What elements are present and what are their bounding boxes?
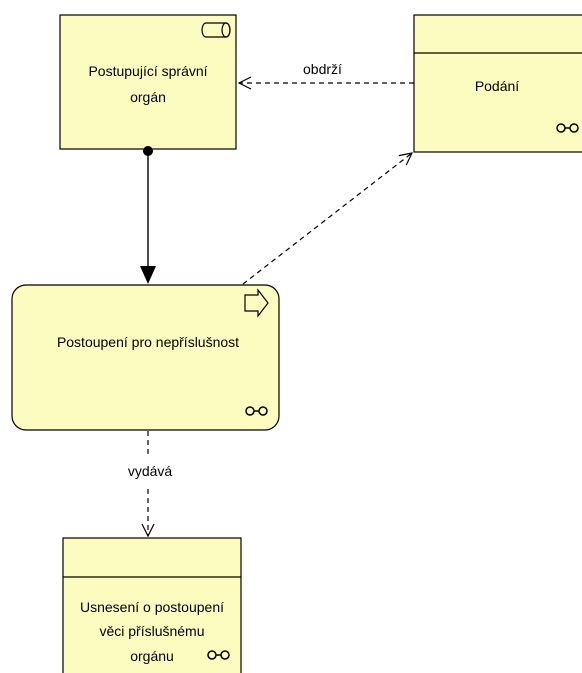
assignment-arrowhead xyxy=(140,266,156,284)
node-actor-postupujici-spravni-organ[interactable]: Postupující správní orgán xyxy=(59,14,237,150)
edge-assignment[interactable] xyxy=(140,146,156,284)
node-usneseni-label-line-1: Usnesení o postoupení xyxy=(80,599,224,615)
node-actor-label-line-2: orgán xyxy=(130,89,166,105)
node-usneseni-label-line-3: orgánu xyxy=(130,648,174,664)
node-process-label: Postoupení pro nepříslušnost xyxy=(57,334,239,350)
edge-access-line xyxy=(242,153,412,285)
representation-icon xyxy=(207,650,230,660)
node-process-postoupeni[interactable]: Postoupení pro nepříslušnost xyxy=(11,284,280,431)
role-icon xyxy=(201,22,231,38)
edge-access-podani[interactable] xyxy=(242,153,412,285)
node-object-podani[interactable]: Podání xyxy=(413,14,582,153)
node-actor-label-line-1: Postupující správní xyxy=(88,63,207,79)
edge-obdrzi-label: obdrží xyxy=(303,61,342,77)
node-podani-label: Podání xyxy=(475,78,519,94)
node-usneseni-label-line-2: věci příslušnému xyxy=(99,623,204,639)
representation-icon xyxy=(556,123,579,133)
representation-icon xyxy=(245,406,268,416)
event-arrow-icon xyxy=(244,288,269,318)
edge-obdrzi[interactable]: obdrží xyxy=(239,61,414,83)
node-actor-box xyxy=(59,14,237,150)
node-process-box xyxy=(11,284,280,431)
edge-vydava-label: vydává xyxy=(128,463,173,479)
node-object-usneseni[interactable]: Usnesení o postoupení věci příslušnému o… xyxy=(62,537,242,673)
edge-vydava[interactable]: vydává xyxy=(128,431,173,536)
